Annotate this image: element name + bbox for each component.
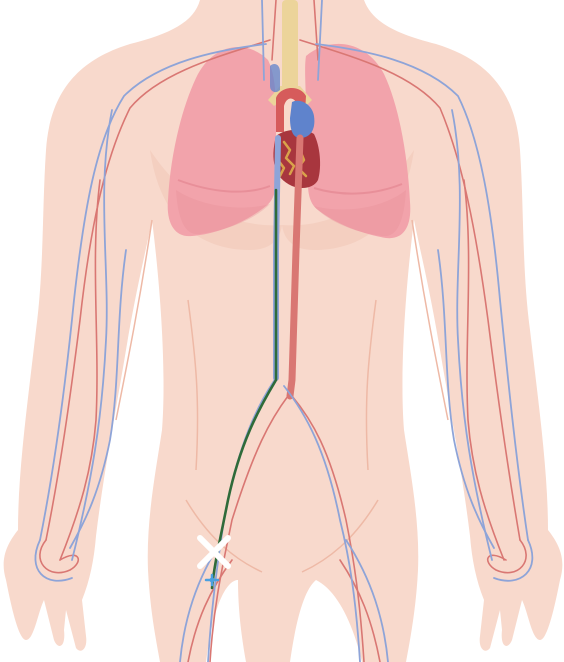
pulmonary-trunk xyxy=(270,64,280,92)
trachea-tube xyxy=(282,0,298,92)
